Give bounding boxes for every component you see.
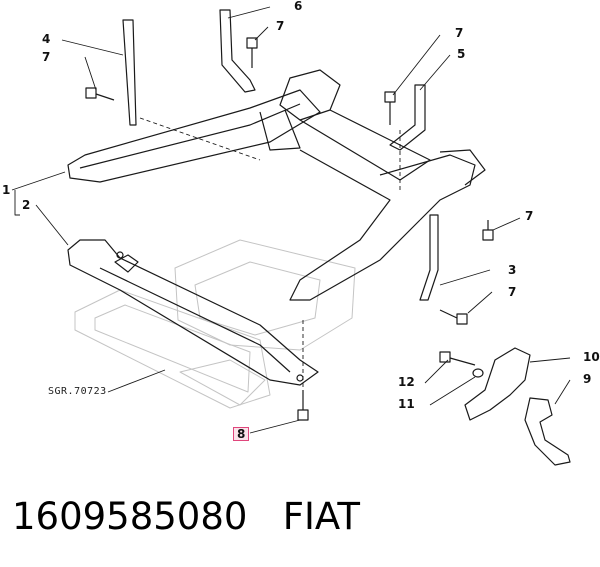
brand-name: FIAT [282,495,360,538]
callout-7-left: 7 [42,50,51,64]
callout-8[interactable]: 8 [233,427,250,441]
callout-10: 10 [583,350,600,364]
link-9 [524,397,571,466]
callout-7-right-top: 7 [455,26,464,40]
bolt-12 [439,351,476,366]
callout-2: 2 [22,198,31,212]
leader-lines [11,6,571,434]
callout-11: 11 [398,397,415,411]
bolt-8 [297,390,309,421]
bracket-5 [389,84,426,151]
bracket-10 [464,347,531,421]
cross-member [67,239,319,386]
callout-4: 4 [42,32,51,46]
callout-6: 6 [294,0,303,13]
bracket-3 [419,214,439,301]
callout-7-right-low: 7 [508,285,517,299]
callout-3: 3 [508,263,517,277]
washer-11 [472,368,484,378]
bolt-7-c [384,91,396,125]
part-number: 1609585080 [12,495,248,538]
bolt-7-b [85,87,115,101]
callout-12: 12 [398,375,415,389]
callout-5: 5 [457,47,466,61]
callout-9: 9 [583,372,592,386]
side-rail-left [67,89,321,183]
callout-7-top: 7 [276,19,285,33]
bracket-4 [122,19,137,126]
bolt-7-e [439,309,468,325]
part-caption: 1609585080 FIAT [12,495,360,538]
callout-1: 1 [2,183,11,197]
bolt-7-a [246,37,258,68]
bracket-6 [219,9,256,93]
subframe-center [279,69,486,301]
callout-7-right-mid: 7 [525,209,534,223]
bolt-7-d [482,220,494,241]
reference-code: SGR.70723 [48,386,107,397]
